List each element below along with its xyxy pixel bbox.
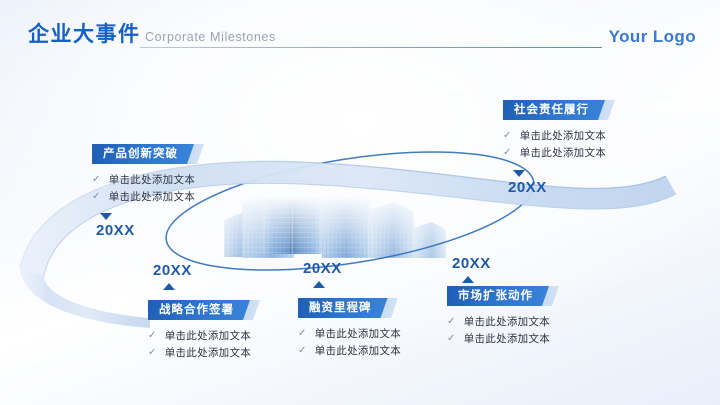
list-item: ✓ 单击此处添加文本 [148, 327, 251, 344]
milestone-bullets: ✓ 单击此处添加文本 ✓ 单击此处添加文本 [92, 171, 195, 205]
bullet-text: 单击此处添加文本 [314, 328, 402, 340]
milestone-tag-row: 社会责任履行 [503, 100, 606, 120]
milestone-year: 20XX [452, 255, 491, 272]
list-item: ✓ 单击此处添加文本 [92, 171, 195, 188]
list-item: ✓ 单击此处添加文本 [447, 330, 550, 347]
milestone-social-responsibility[interactable]: 社会责任履行 ✓ 单击此处添加文本 ✓ 单击此处添加文本 [503, 100, 606, 161]
milestone-bullets: ✓ 单击此处添加文本 ✓ 单击此处添加文本 [447, 313, 550, 347]
bullet-text: 单击此处添加文本 [463, 316, 551, 328]
check-icon: ✓ [92, 190, 101, 202]
page-title: 企业大事件 [28, 23, 141, 46]
check-icon: ✓ [503, 129, 512, 141]
milestone-bullets: ✓ 单击此处添加文本 ✓ 单击此处添加文本 [298, 325, 401, 359]
milestone-bullets: ✓ 单击此处添加文本 ✓ 单击此处添加文本 [503, 127, 606, 161]
milestone-bullets: ✓ 单击此处添加文本 ✓ 单击此处添加文本 [148, 327, 251, 361]
pointer-down-icon [513, 170, 525, 177]
bullet-text: 单击此处添加文本 [519, 130, 607, 142]
check-icon: ✓ [298, 327, 307, 339]
bullet-text: 单击此处添加文本 [108, 174, 196, 186]
check-icon: ✓ [447, 315, 456, 327]
milestone-market-expansion[interactable]: 市场扩张动作 ✓ 单击此处添加文本 ✓ 单击此处添加文本 [447, 258, 550, 347]
bullet-text: 单击此处添加文本 [164, 330, 252, 342]
list-item: ✓ 单击此处添加文本 [447, 313, 550, 330]
pointer-up-icon [313, 281, 325, 288]
milestone-tag-label: 市场扩张动作 [447, 286, 549, 306]
bullet-text: 单击此处添加文本 [314, 345, 402, 357]
milestone-tag-row: 融资里程碑 [298, 298, 401, 318]
milestone-year: 20XX [96, 222, 135, 239]
list-item: ✓ 单击此处添加文本 [92, 188, 195, 205]
pointer-down-icon [100, 213, 112, 220]
check-icon: ✓ [148, 329, 157, 341]
bullet-text: 单击此处添加文本 [108, 191, 196, 203]
pointer-up-icon [462, 276, 474, 283]
milestone-tag-label: 战略合作签署 [148, 300, 250, 320]
bullet-text: 单击此处添加文本 [463, 333, 551, 345]
header-divider [140, 47, 602, 48]
check-icon: ✓ [447, 332, 456, 344]
list-item: ✓ 单击此处添加文本 [148, 344, 251, 361]
milestone-tag-row: 产品创新突破 [92, 144, 195, 164]
list-item: ✓ 单击此处添加文本 [298, 342, 401, 359]
bullet-text: 单击此处添加文本 [164, 347, 252, 359]
milestone-tag-row: 市场扩张动作 [447, 286, 550, 306]
skyscraper-illustration [224, 61, 446, 258]
milestone-tag-label: 社会责任履行 [503, 100, 605, 120]
slide-header: 企业大事件 Corporate Milestones Your Logo [0, 0, 720, 62]
check-icon: ✓ [92, 173, 101, 185]
list-item: ✓ 单击此处添加文本 [503, 144, 606, 161]
milestone-tag-label: 融资里程碑 [298, 298, 388, 318]
milestone-year: 20XX [153, 262, 192, 279]
orbit-ellipse [165, 151, 535, 271]
page-subtitle: Corporate Milestones [145, 30, 276, 44]
milestone-product-innovation[interactable]: 产品创新突破 ✓ 单击此处添加文本 ✓ 单击此处添加文本 [92, 144, 195, 205]
milestone-year: 20XX [508, 179, 547, 196]
logo-placeholder[interactable]: Your Logo [608, 27, 696, 46]
milestone-strategic-cooperation[interactable]: 战略合作签署 ✓ 单击此处添加文本 ✓ 单击此处添加文本 [148, 300, 251, 361]
milestone-financing[interactable]: 融资里程碑 ✓ 单击此处添加文本 ✓ 单击此处添加文本 [298, 298, 401, 359]
check-icon: ✓ [298, 344, 307, 356]
check-icon: ✓ [503, 146, 512, 158]
check-icon: ✓ [148, 346, 157, 358]
milestone-tag-label: 产品创新突破 [92, 144, 194, 164]
bullet-text: 单击此处添加文本 [519, 147, 607, 159]
list-item: ✓ 单击此处添加文本 [503, 127, 606, 144]
milestone-tag-row: 战略合作签署 [148, 300, 251, 320]
list-item: ✓ 单击此处添加文本 [298, 325, 401, 342]
pointer-up-icon [163, 283, 175, 290]
milestone-year: 20XX [303, 260, 342, 277]
